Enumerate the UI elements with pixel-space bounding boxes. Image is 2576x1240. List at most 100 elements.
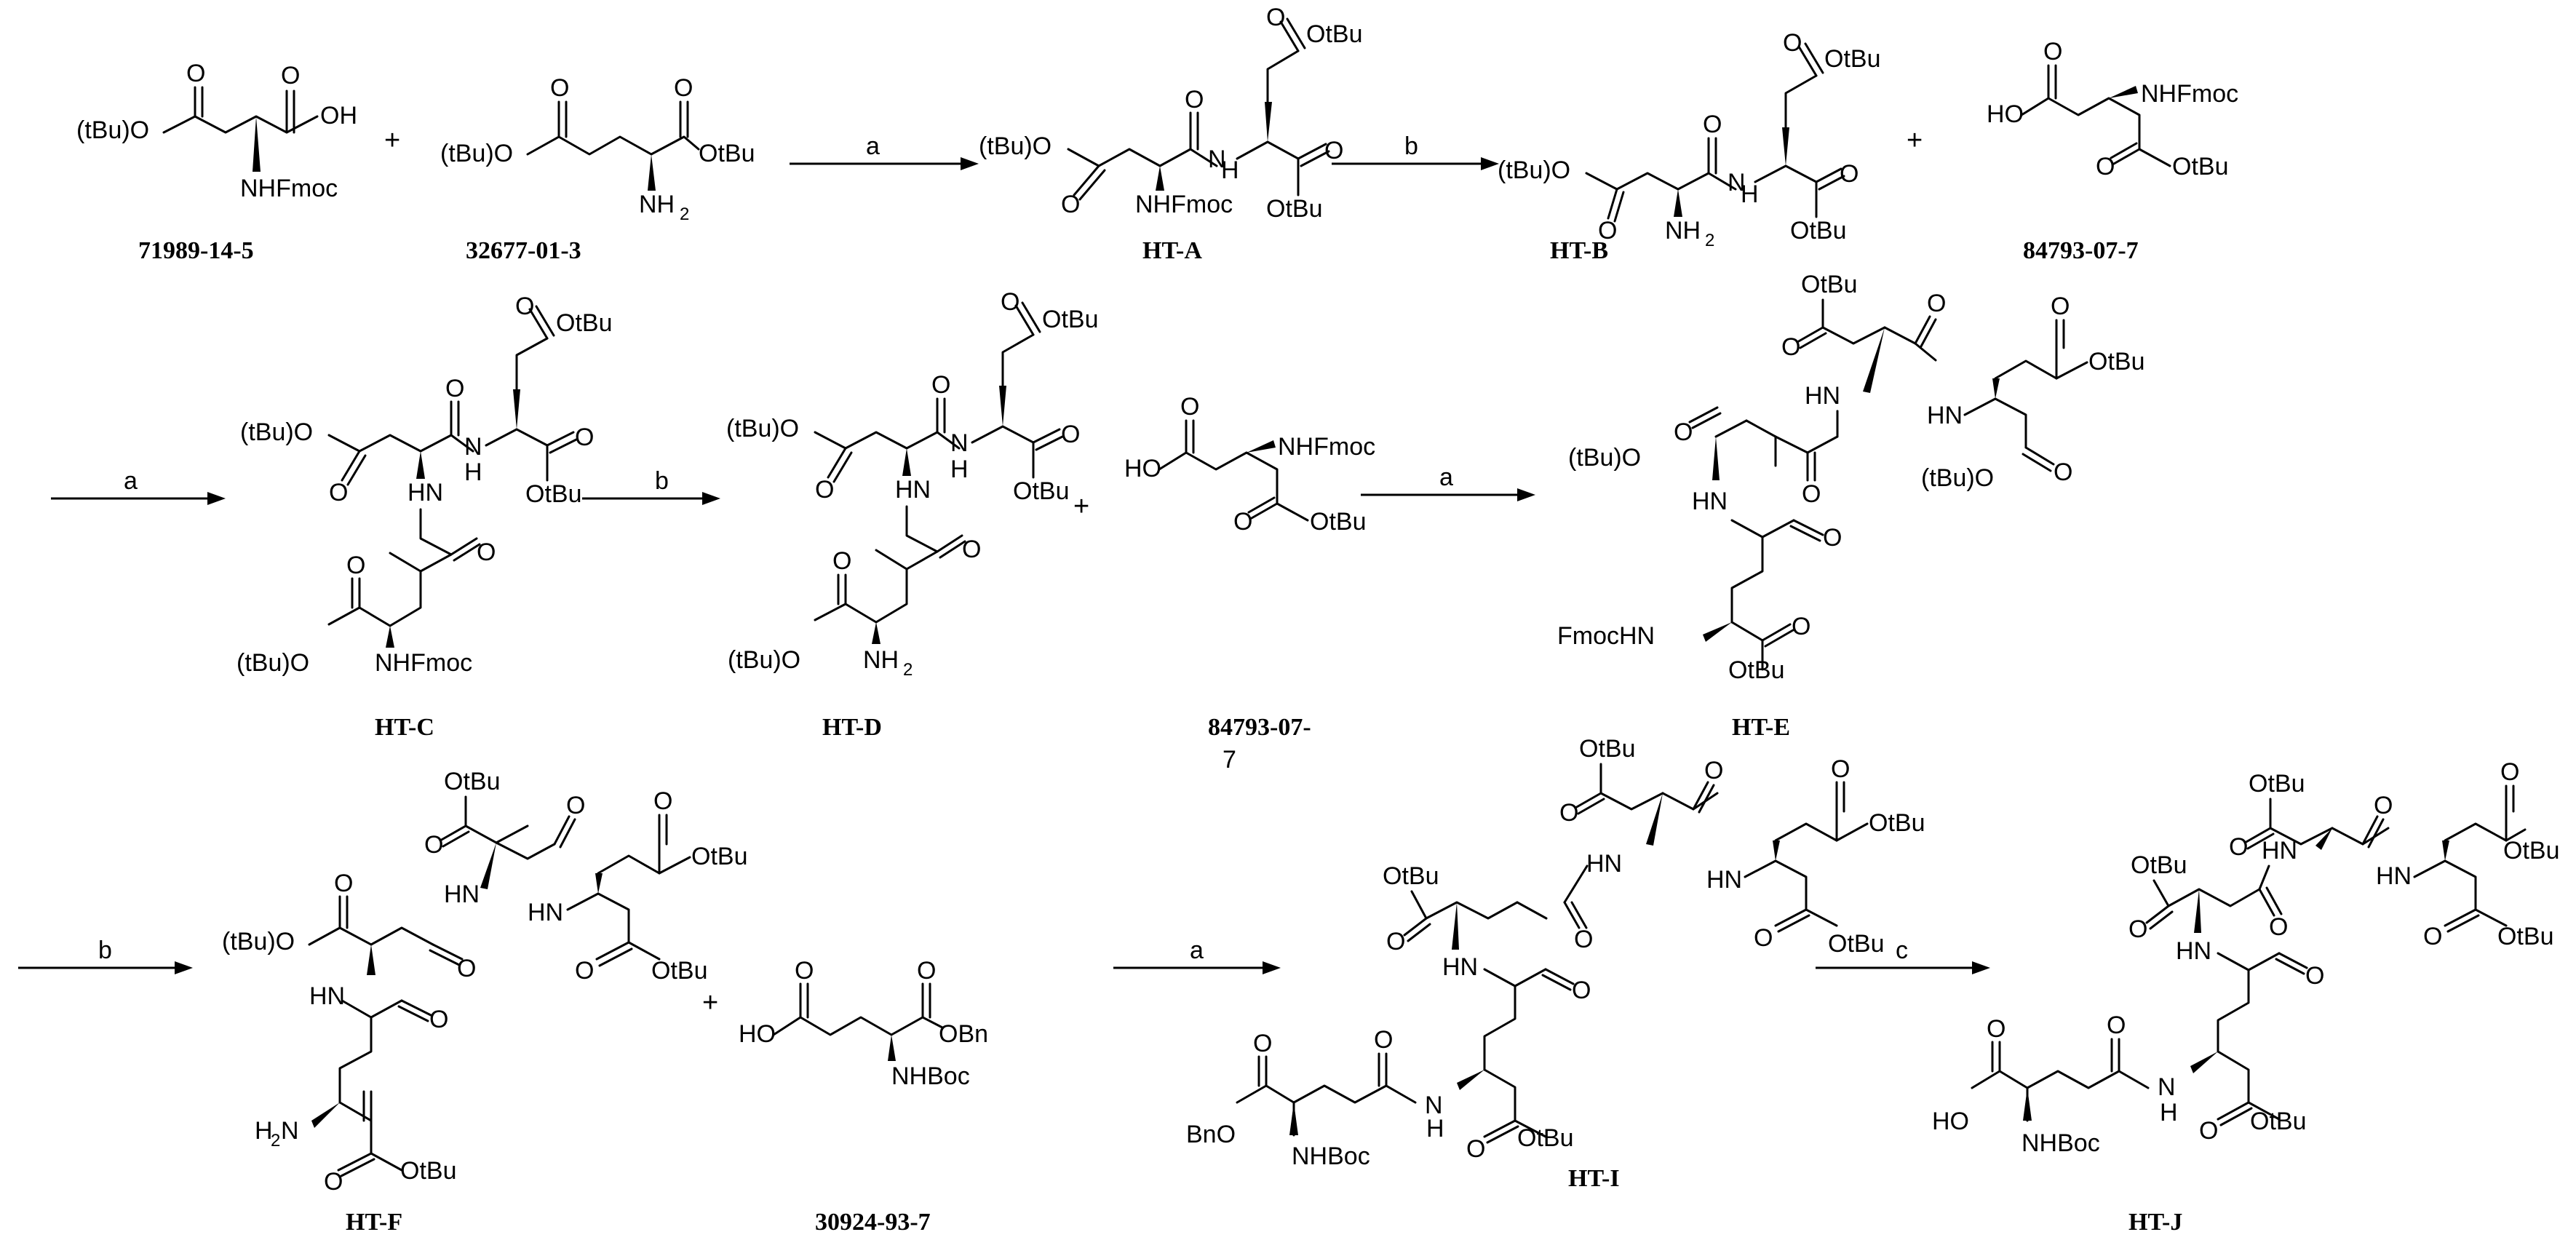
atom-label: NHFmoc <box>2141 80 2238 108</box>
atom-label: OtBu <box>525 480 581 508</box>
atom-label: HO <box>739 1020 776 1048</box>
atom-label: O <box>1674 418 1693 446</box>
atom-label: O <box>1781 333 1800 361</box>
atom-subscript: 2 <box>903 660 913 680</box>
atom-label: N <box>1208 146 1226 173</box>
atom-label: O <box>515 293 534 320</box>
atom-label: OtBu <box>2088 348 2144 375</box>
atom-label: H <box>950 456 969 483</box>
condition-a: a <box>124 467 138 495</box>
atom-label: (tBu)O <box>236 649 309 677</box>
atom-label: (tBu)O <box>76 116 149 144</box>
atom-label: HN <box>2376 862 2412 890</box>
atom-label: NH <box>639 191 675 218</box>
structure-HT-I: OtBu O HN O HN O OtBu O OtBu OtBu O O <box>1186 735 1925 1170</box>
atom-label: HN <box>1927 402 1963 429</box>
structure-HT-C: (tBu)O O O HN N H O OtBu O OtBu O NHFmoc… <box>236 293 612 677</box>
atom-label: O <box>815 476 834 504</box>
atom-label: HN <box>1805 382 1840 410</box>
structure-HT-B: (tBu)O O O NH 2 N H O OtBu O OtBu <box>1498 29 1880 250</box>
atom-label: O <box>2128 915 2147 943</box>
atom-label: NHBoc <box>2022 1129 2100 1157</box>
atom-label: O <box>329 479 348 506</box>
atom-label: NH <box>1665 217 1701 245</box>
compound-label-HT-F: HT-F <box>346 1209 402 1236</box>
structure-30924-93-7: HO O O OBn NHBoc <box>739 957 988 1090</box>
atom-label: OtBu <box>1306 20 1362 48</box>
atom-label: O <box>2054 458 2072 486</box>
atom-label: O <box>575 424 594 451</box>
structure-HT-J: OtBu O HN O HN O OtBu O OtBu OtBu O O <box>1932 758 2559 1157</box>
compound-label-84793-07-7: 84793-07-7 <box>2023 237 2139 264</box>
atom-label: O <box>281 62 300 90</box>
atom-label: O <box>457 955 476 982</box>
atom-label: HN <box>528 899 563 926</box>
condition-a: a <box>866 132 880 160</box>
atom-label: O <box>1559 799 1578 827</box>
atom-label: O <box>2423 923 2442 950</box>
atom-label: O <box>1253 1030 1272 1057</box>
atom-label: NHFmoc <box>1135 191 1233 218</box>
atom-label: O <box>1802 480 1821 508</box>
atom-label: OtBu <box>400 1157 456 1185</box>
atom-label: O <box>429 1006 448 1033</box>
atom-label: OtBu <box>444 768 500 795</box>
atom-label: O <box>1754 924 1773 952</box>
atom-label: O <box>1831 755 1850 783</box>
atom-label: HN <box>1586 850 1622 878</box>
atom-label: O <box>1823 524 1842 552</box>
structure-HT-A: (tBu)O O O NHFmoc N H O OtBu O OtBu <box>979 4 1362 223</box>
atom-label: O <box>1324 137 1343 164</box>
atom-label: OtBu <box>2249 770 2305 798</box>
compound-label-32677-01-3: 32677-01-3 <box>466 237 581 264</box>
atom-label: O <box>2229 833 2248 861</box>
plus-sign: + <box>702 987 718 1018</box>
atom-label: O <box>424 831 443 859</box>
atom-label: O <box>186 60 205 87</box>
atom-label: N <box>1728 169 1746 196</box>
atom-label: OtBu <box>651 957 707 985</box>
atom-label: (tBu)O <box>726 415 799 442</box>
atom-label: OtBu <box>1517 1124 1573 1152</box>
atom-label: OtBu <box>691 843 747 870</box>
compound-label-71989-14-5: 71989-14-5 <box>138 237 254 264</box>
atom-label: O <box>1386 928 1405 955</box>
atom-label: O <box>477 538 496 566</box>
atom-label: O <box>1180 393 1199 421</box>
condition-a: a <box>1439 464 1453 491</box>
atom-label: O <box>550 74 569 102</box>
atom-label: NHFmoc <box>375 649 472 677</box>
atom-label: NHBoc <box>891 1062 970 1090</box>
structure-84793-07-7: HO O NHFmoc O OtBu <box>1987 38 2238 180</box>
atom-label: NH <box>863 646 899 674</box>
atom-label: NHFmoc <box>1278 433 1375 461</box>
compound-label-HT-D: HT-D <box>822 714 882 741</box>
atom-label: O <box>1704 757 1723 784</box>
atom-label: HN <box>895 476 931 504</box>
atom-label: HN <box>2262 837 2297 865</box>
atom-label: HN <box>1692 488 1728 515</box>
atom-label: OtBu <box>1042 306 1098 333</box>
atom-label: OtBu <box>2503 837 2559 865</box>
atom-subscript: 2 <box>680 204 689 224</box>
compound-label-HT-E: HT-E <box>1732 714 1790 741</box>
atom-label: OtBu <box>699 140 755 167</box>
atom-label: O <box>2199 1117 2218 1145</box>
atom-label: (tBu)O <box>1921 464 1994 492</box>
atom-label: HN <box>408 479 443 506</box>
atom-label: O <box>1987 1015 2005 1043</box>
condition-c: c <box>1896 937 1908 964</box>
atom-label: O <box>1792 613 1810 640</box>
atom-label: O <box>575 957 594 985</box>
atom-label: O <box>2269 913 2288 941</box>
plus-sign: + <box>384 125 400 156</box>
structure-HT-D: (tBu)O O O HN N H O OtBu O OtBu O NH 2 O <box>726 288 1098 680</box>
atom-label: HN <box>1442 953 1478 981</box>
atom-label: O <box>324 1168 343 1196</box>
atom-label: (tBu)O <box>440 140 513 167</box>
atom-label: (tBu)O <box>979 132 1052 160</box>
atom-label: OtBu <box>1728 656 1784 684</box>
atom-label: OtBu <box>1824 45 1880 73</box>
atom-subscript: 2 <box>271 1131 280 1150</box>
atom-label: N <box>2158 1073 2176 1101</box>
